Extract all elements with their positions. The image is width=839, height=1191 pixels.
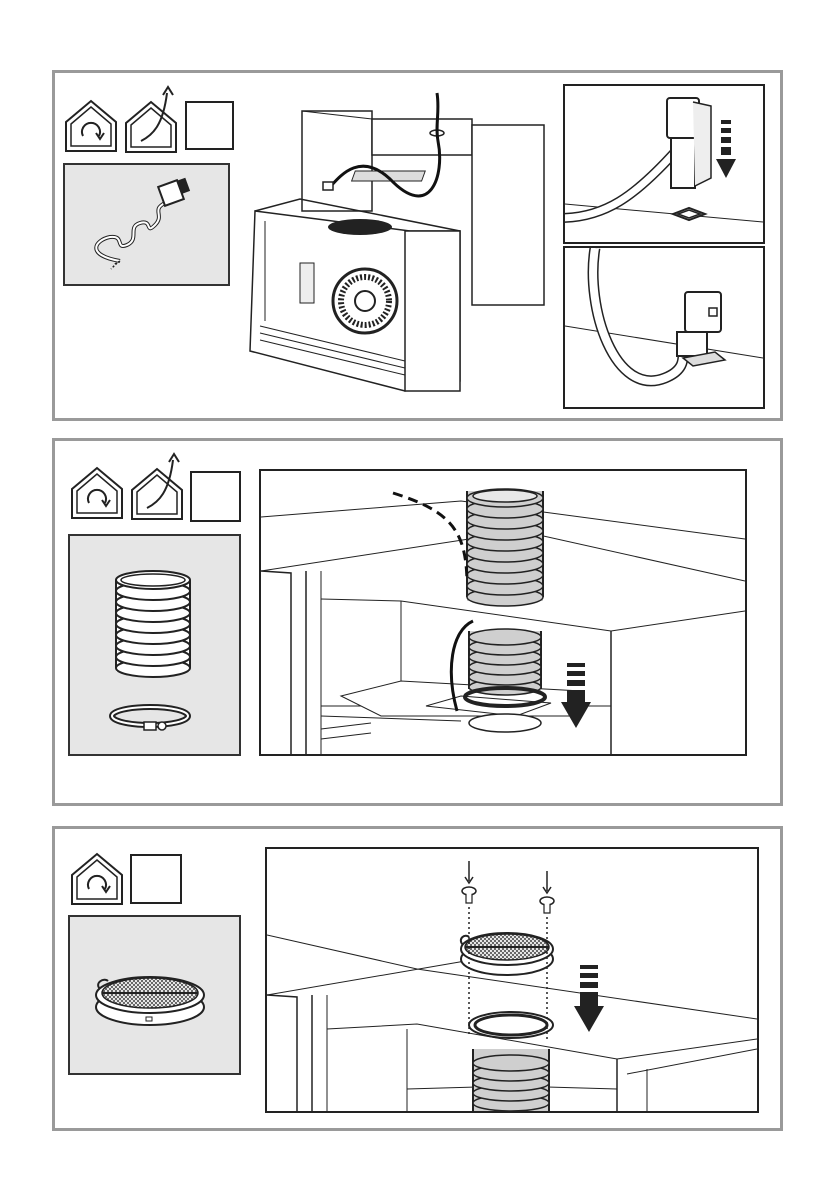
screw-icon — [462, 861, 476, 903]
recirculation-mode-icon — [63, 98, 119, 154]
hose-clamp-icon — [112, 707, 188, 730]
extraction-mode-icon — [129, 450, 189, 522]
round-filter-grille-icon — [70, 917, 239, 1073]
plug-insert-step-icon — [565, 86, 763, 242]
filter-grille-detail — [68, 915, 241, 1075]
recirculation-mode-icon — [69, 851, 125, 907]
plug-connected-step-icon — [565, 248, 763, 407]
duct-install-frame — [259, 469, 747, 756]
grille-mount-illustration — [267, 849, 757, 1111]
blank-checkbox-icon — [190, 471, 241, 522]
panel-filter-grille — [52, 826, 783, 1131]
down-arrow-icon — [574, 965, 604, 1032]
blank-checkbox-icon — [185, 101, 234, 150]
duct-install-illustration — [261, 471, 745, 754]
blank-checkbox-icon — [130, 854, 182, 904]
plug-connected-step — [563, 246, 765, 409]
plug-insert-step — [563, 84, 765, 244]
extraction-mode-icon — [123, 83, 183, 155]
duct-detail — [68, 534, 241, 756]
recirculation-mode-icon — [69, 465, 125, 521]
screw-icon — [540, 871, 554, 913]
grille-mount-frame — [265, 847, 759, 1113]
power-cord-plug-icon — [65, 165, 228, 284]
power-cord-detail — [63, 163, 230, 286]
panel-duct-connection — [52, 438, 783, 806]
hood-installation-illustration — [240, 81, 560, 411]
flexible-duct-icon — [116, 571, 190, 677]
panel-power-cord — [52, 70, 783, 421]
